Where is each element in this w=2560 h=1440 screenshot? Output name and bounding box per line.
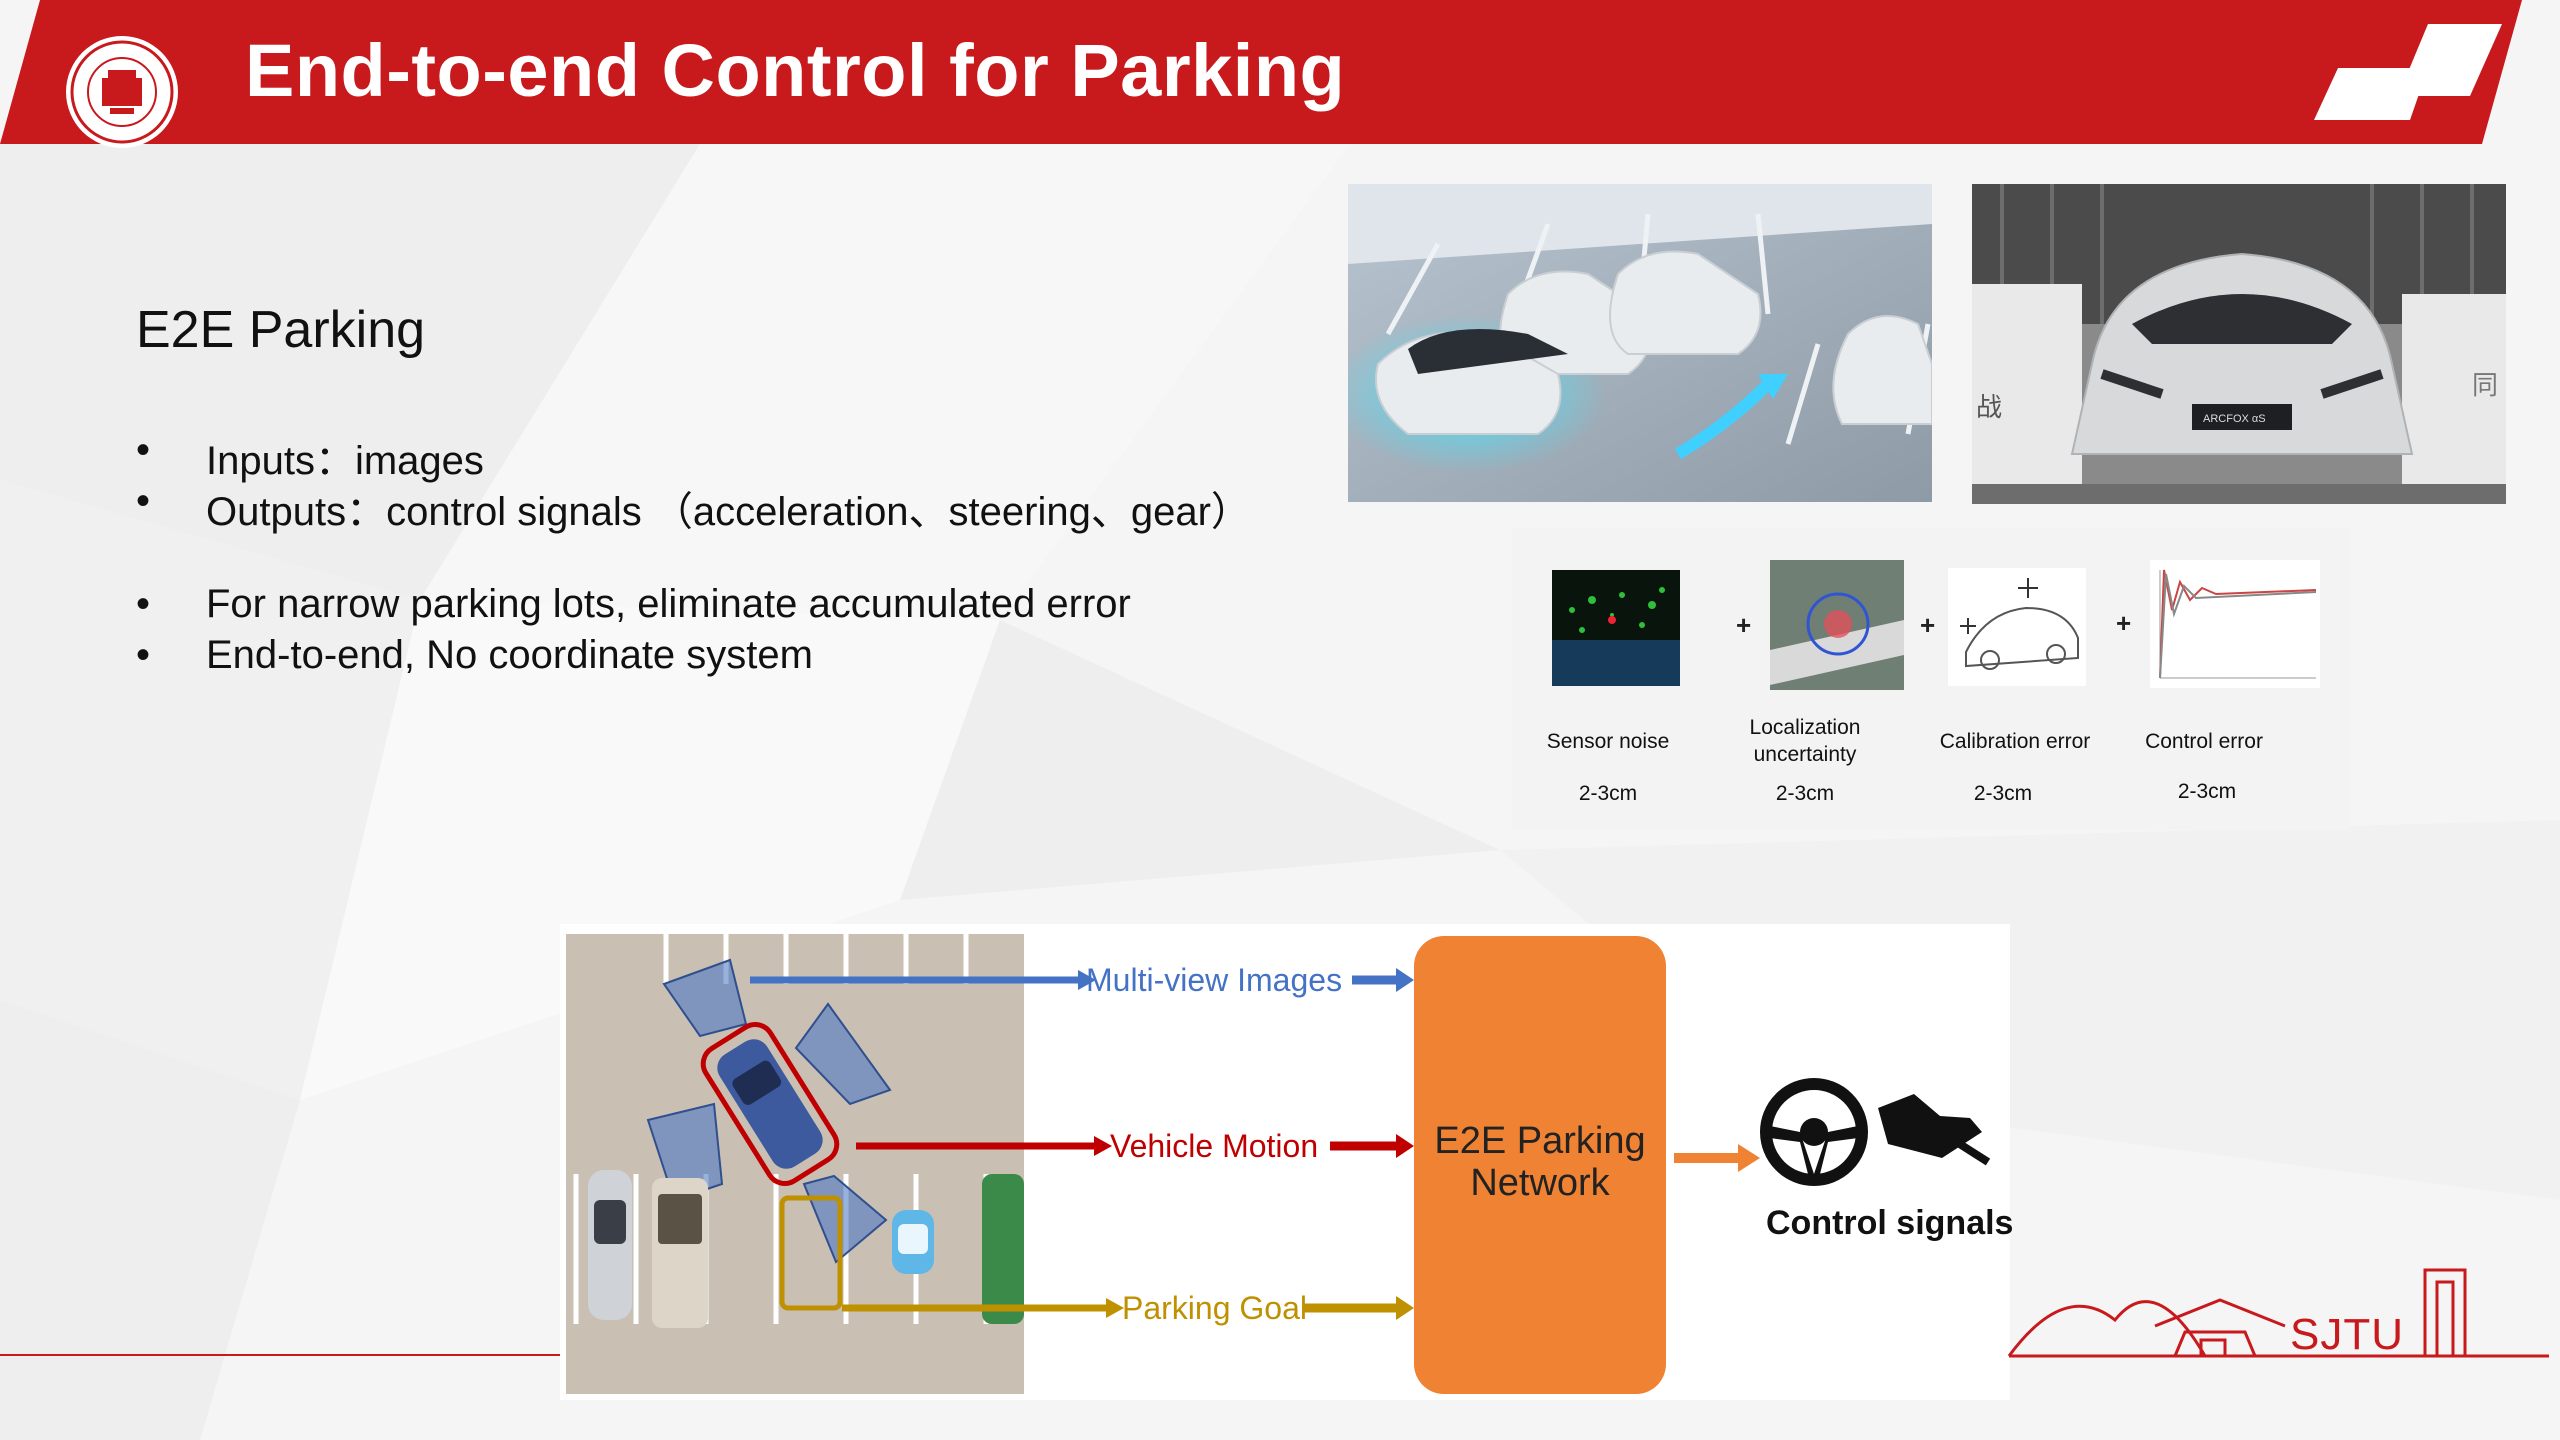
sjtu-skyline-logo [2007, 1268, 2549, 1358]
plus-sign: + [1920, 610, 1936, 640]
pedal-foot-icon [1878, 1094, 1991, 1166]
error-value: 2-3cm [1578, 782, 1638, 805]
bottom-divider [0, 1354, 560, 1356]
error-value: 2-3cm [2177, 780, 2237, 803]
left-sign-text: 战 [1976, 392, 2002, 422]
plus-sign: + [1736, 610, 1752, 640]
right-sign-text: 同 [2472, 370, 2498, 400]
lidar-pointcloud-image [1552, 570, 1680, 686]
calibration-car-image [1948, 568, 2086, 686]
car-photo-image: 战 同 ARCFOX αS [1972, 184, 2506, 504]
control-signals-label: Control signals [1766, 1204, 2014, 1242]
header-bar [0, 0, 2522, 144]
header-emblem [2314, 24, 2502, 120]
plus-sign: + [2116, 608, 2132, 638]
parking-render-image [1348, 184, 1932, 502]
vehicle-motion-label: Vehicle Motion [1110, 1128, 1319, 1164]
error-label: Calibration error [1939, 730, 2091, 753]
section-title: E2E Parking [136, 301, 426, 359]
page-title: End-to-end Control for Parking [245, 29, 1346, 112]
steering-wheel-icon [1760, 1078, 1868, 1186]
pipeline-graphics [566, 934, 1760, 1394]
error-label: Control error [2145, 730, 2263, 753]
multi-view-images-label: Multi-view Images [1086, 962, 1343, 998]
sjtu-wordmark: SJTU [2290, 1310, 2404, 1359]
error-label: Sensor noise [1546, 730, 1670, 753]
control-response-plot [2150, 560, 2320, 688]
university-logo [66, 36, 178, 148]
car-badge: ARCFOX αS [2203, 413, 2266, 425]
parking-goal-label: Parking Goal [1122, 1290, 1307, 1326]
error-value: 2-3cm [1973, 782, 2033, 805]
error-value: 2-3cm [1775, 782, 1835, 805]
localization-map-image [1770, 560, 1904, 690]
pipeline-diagram: Multi-view Images Vehicle Motion Parking… [560, 924, 2014, 1400]
